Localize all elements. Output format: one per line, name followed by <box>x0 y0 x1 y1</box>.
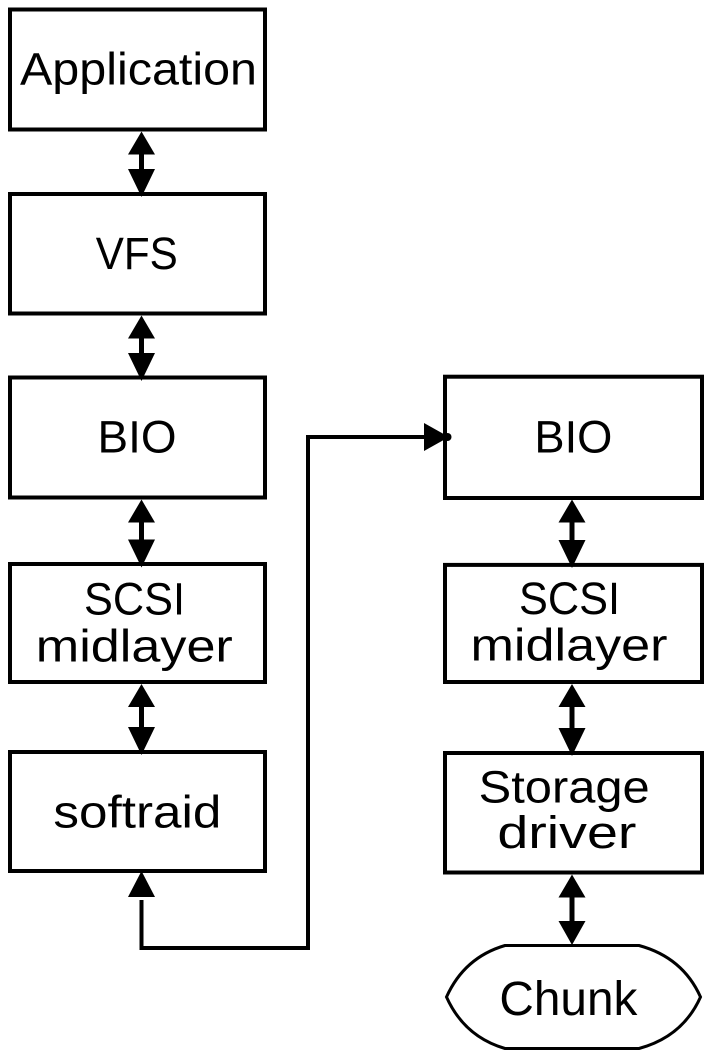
svg-text:Chunk: Chunk <box>499 973 638 1026</box>
svg-text:Storage: Storage <box>479 762 650 813</box>
svg-text:Application: Application <box>20 44 257 95</box>
svg-text:VFS: VFS <box>96 228 178 279</box>
svg-text:SCSI: SCSI <box>84 574 185 625</box>
svg-text:softraid: softraid <box>53 787 221 838</box>
svg-text:BIO: BIO <box>98 412 177 463</box>
svg-text:midlayer: midlayer <box>471 620 668 671</box>
svg-text:SCSI: SCSI <box>519 573 620 624</box>
svg-text:driver: driver <box>497 807 636 858</box>
svg-text:midlayer: midlayer <box>36 621 233 672</box>
svg-text:BIO: BIO <box>534 412 612 463</box>
